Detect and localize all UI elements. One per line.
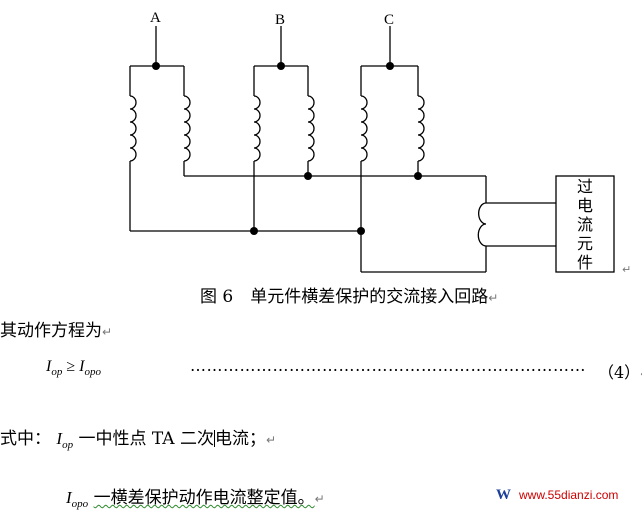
relay-char-5: 件 [577,253,593,272]
ta-coil-b2 [307,95,315,162]
equation-number: （4）↵ [598,359,642,383]
phase-label-c: C [384,12,394,28]
paragraph-mark: ↵ [488,291,499,305]
ta-coil-b1 [253,95,261,162]
relay-char-4: 元 [577,234,593,253]
paragraph-mark: ↵ [265,433,277,447]
def2-text: 一横差保护动作电流整定值。 [93,488,315,508]
ac-circuit-diagram: A B C 过 电 流 元 件 ↵ [129,10,631,276]
intro-text: 其动作方程为 [0,321,102,341]
paragraph-mark: ↵ [102,325,113,339]
watermark-logo: W [496,487,511,503]
def1-text-b: 电流； [214,429,266,449]
figure-caption: 图 6 单元件横差保护的交流接入回路↵ [200,282,498,307]
eq-lhs-var: I [46,358,52,375]
text-cursor[interactable] [213,430,215,447]
def2-var: I [66,488,72,507]
def1-sub: op [62,439,74,451]
eq-relation: ≥ [66,358,76,375]
equation-number-text: （4） [598,363,641,382]
def1-text-a: 一中性点 TA 二次 [78,429,214,449]
where-prefix: 式中： [0,429,51,449]
relay-coil [477,202,487,247]
eq-rhs-sub: opo [84,366,101,379]
eq-rhs-var: I [79,358,85,375]
intro-line: 其动作方程为↵ [0,316,112,341]
phase-label-a: A [150,10,161,26]
equation: Iop ≥ Iopo [46,358,101,378]
caption-text: 图 6 单元件横差保护的交流接入回路 [200,287,489,307]
def1-var: I [56,429,63,448]
paragraph-mark: ↵ [314,492,325,506]
def2-sub: opo [71,498,89,510]
paragraph-mark: ↵ [622,263,631,276]
phase-label-b: B [275,12,285,28]
definition-line-1: 式中： Iop 一中性点 TA 二次电流；↵ [0,424,276,451]
watermark-url: www.55dianzi.com [519,488,619,502]
ta-coil-a2 [183,95,191,162]
paragraph-mark: ↵ [640,367,642,381]
definition-line-2: Iopo 一横差保护动作电流整定值。↵ [66,483,325,510]
eq-lhs-sub: op [51,366,63,379]
ta-coil-c1 [360,95,368,162]
equation-leader-dots: ……………………………………………………………… [190,356,586,375]
relay-char-3: 流 [577,215,593,234]
ta-coil-a1 [129,95,137,162]
relay-box [555,175,615,273]
relay-char-2: 电 [577,196,593,215]
ta-coil-c2 [417,95,425,162]
relay-char-1: 过 [577,177,593,196]
